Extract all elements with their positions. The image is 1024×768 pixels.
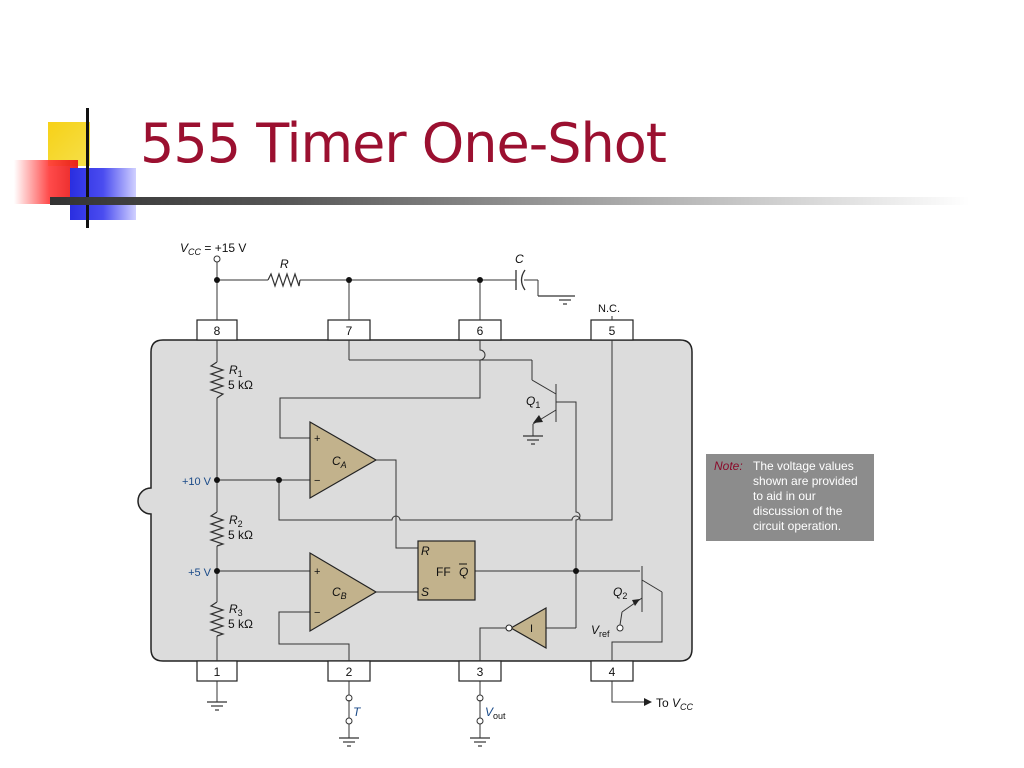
pin-boxes <box>196 319 634 682</box>
q1-emitter-arrowhead <box>533 415 543 423</box>
q2-label: Q2 <box>613 585 627 601</box>
decor-red-square <box>14 160 78 204</box>
to-vcc-arrowhead <box>644 698 652 706</box>
pin-4-label: 4 <box>609 665 616 679</box>
pin-7-label: 7 <box>346 324 353 338</box>
pin-6-label: 6 <box>477 324 484 338</box>
voltage-10-label: +10 V <box>182 476 212 488</box>
comparator-a-minus: − <box>314 475 320 487</box>
vref-label: Vref <box>591 623 610 639</box>
comparator-b-label: CB <box>332 585 347 601</box>
comparator-a-plus: + <box>314 433 320 445</box>
slide-title: 555 Timer One-Shot <box>140 112 667 175</box>
decor-blue-square <box>70 168 136 220</box>
inverter-bubble <box>505 624 513 632</box>
q2-emitter-arrowhead <box>632 599 640 606</box>
chip-body <box>137 339 693 662</box>
q1-label: Q1 <box>526 394 540 410</box>
comparator-a <box>309 420 378 500</box>
r2-label: R2 <box>229 513 243 529</box>
comparator-b <box>309 551 378 633</box>
pin-2-label: 2 <box>346 665 353 679</box>
trigger-label: T <box>353 705 362 719</box>
nc-label: N.C. <box>598 303 620 315</box>
vref-terminal <box>616 624 624 632</box>
r1-value: 5 kΩ <box>228 378 253 392</box>
vcc-terminal <box>213 255 221 263</box>
vcc-label: VCC = +15 V <box>180 241 246 257</box>
resistor-r-label: R <box>280 257 289 271</box>
vout-label: Vout <box>485 705 506 721</box>
inverter-label: I <box>530 623 533 635</box>
junction-dots <box>214 277 579 574</box>
flipflop-r-label: R <box>421 544 430 558</box>
capacitor-c-label: C <box>515 252 524 266</box>
title-underline <box>50 197 970 205</box>
decor-yellow-square <box>48 122 90 166</box>
trigger-terminal-bottom <box>345 717 353 725</box>
wires <box>216 262 663 738</box>
comparator-b-minus: − <box>314 607 320 619</box>
r2-value: 5 kΩ <box>228 528 253 542</box>
voltage-5-label: +5 V <box>188 567 212 579</box>
pin-3-label: 3 <box>477 665 484 679</box>
note-label: Note: <box>714 459 743 473</box>
to-vcc-label: To VCC <box>656 696 694 712</box>
comparator-b-plus: + <box>314 566 320 578</box>
decor-vertical-bar <box>86 108 89 228</box>
flipflop-s-label: S <box>421 585 429 599</box>
flipflop-qbar-label: Q <box>459 565 468 579</box>
comparator-a-label: CA <box>332 454 347 470</box>
resistor-r-symbol <box>267 272 301 288</box>
r3-label: R3 <box>229 602 243 618</box>
pin-8-label: 8 <box>214 324 221 338</box>
flip-flop <box>417 540 476 601</box>
note-text: The voltage values shown are provided to… <box>753 459 858 533</box>
r3-value: 5 kΩ <box>228 617 253 631</box>
pin-5-label: 5 <box>609 324 616 338</box>
pin-1-label: 1 <box>214 665 221 679</box>
vref-wire <box>619 611 623 626</box>
inverter <box>509 606 547 650</box>
r1-label: R1 <box>229 363 243 379</box>
note-box: Note: The voltage values shown are provi… <box>706 454 874 541</box>
internal-resistor-symbols <box>209 361 225 637</box>
capacitor-c-symbol <box>515 269 526 291</box>
vout-terminal-bottom <box>476 717 484 725</box>
flipflop-ff-label: FF <box>436 565 451 579</box>
ground-symbols <box>207 295 575 747</box>
